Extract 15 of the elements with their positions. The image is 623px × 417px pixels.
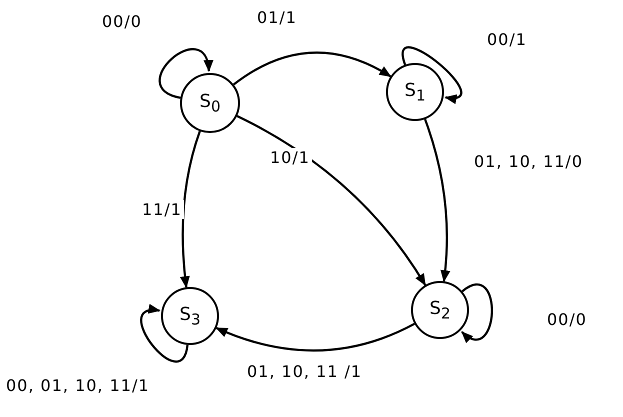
self-loop-arrow bbox=[402, 46, 462, 103]
state-label: S$_{2}$ bbox=[430, 298, 450, 322]
transition-arrow bbox=[233, 52, 392, 86]
self-loop-arrow bbox=[158, 48, 212, 99]
state-circle bbox=[411, 281, 469, 339]
transition-arrow bbox=[215, 322, 415, 352]
state-circle bbox=[386, 63, 444, 121]
transition-arrow bbox=[236, 115, 426, 286]
self-loop-arrow bbox=[461, 284, 493, 342]
state-label: S$_{3}$ bbox=[180, 304, 200, 328]
self-loop-arrow bbox=[140, 305, 189, 362]
transition-arrow bbox=[424, 118, 450, 282]
transition-arrow bbox=[180, 130, 201, 288]
state-label: S$_{0}$ bbox=[200, 90, 220, 116]
state-label: S$_{1}$ bbox=[404, 80, 426, 104]
